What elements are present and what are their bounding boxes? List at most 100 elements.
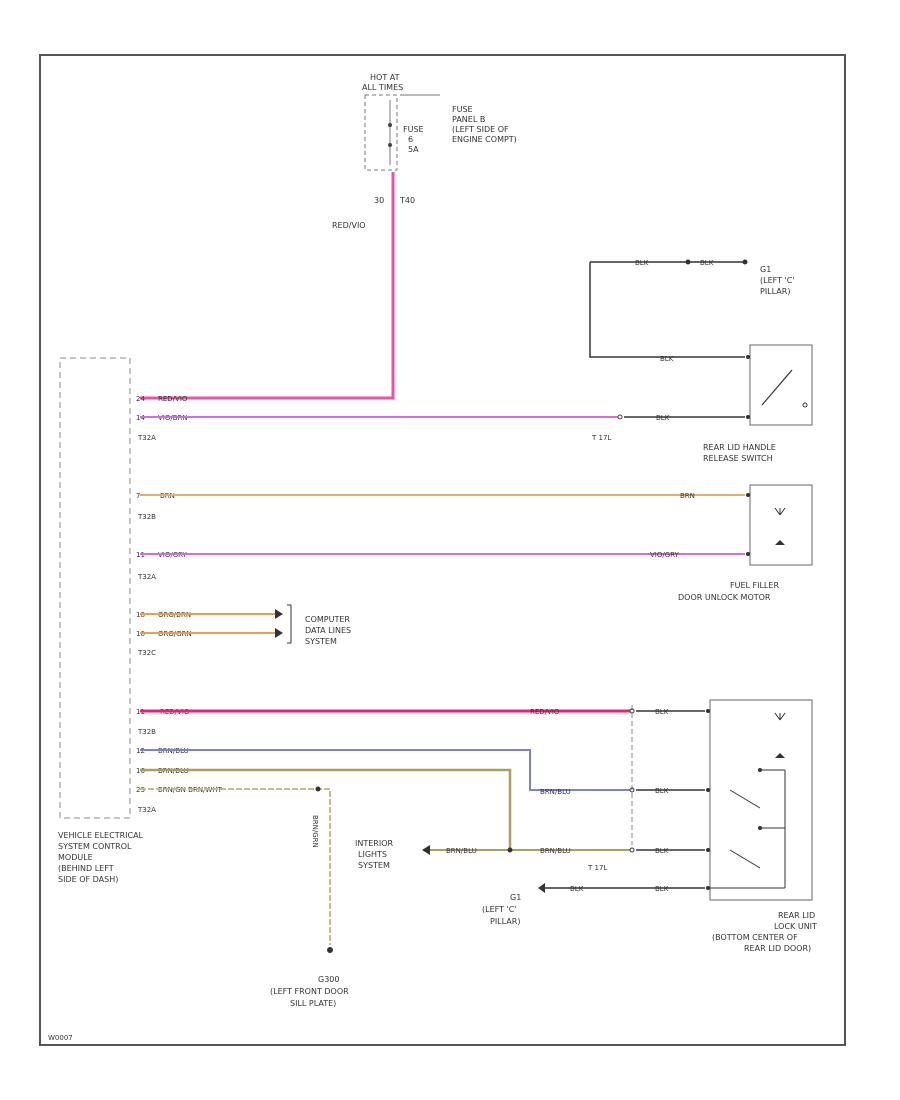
fuse-dot — [388, 143, 392, 147]
pin-label: 24 — [136, 395, 145, 403]
motor-symbol — [775, 540, 785, 545]
fuse-rating: 5A — [408, 145, 419, 154]
connector-label: T32B — [137, 728, 156, 736]
module-outline — [59, 357, 131, 819]
t17l-label-2: T 17L — [587, 864, 607, 872]
ground-3-desc2: SILL PLATE) — [290, 999, 336, 1008]
wire-blk-label: BLK — [570, 885, 584, 893]
wire-blk-label: BLK — [700, 259, 714, 267]
module-label-3: MODULE — [58, 853, 93, 862]
computer-label-1: COMPUTER — [305, 615, 350, 624]
rear-lock-label-3: (BOTTOM CENTER OF — [712, 933, 798, 942]
terminal-dot — [758, 768, 762, 772]
fuse-panel-4: ENGINE COMPT) — [452, 135, 517, 144]
diagram-frame — [39, 54, 846, 1046]
ground-dot — [327, 947, 333, 953]
terminal-dot — [802, 402, 808, 408]
fuse-panel-1: FUSE — [452, 105, 473, 114]
wire-vertical-label: BRN/GRN — [311, 815, 319, 848]
rear-lock-box — [709, 699, 813, 901]
t17l-label: T 17L — [591, 434, 611, 442]
module-label-4: (BEHIND LEFT — [58, 864, 114, 873]
fuse-block: HOT AT ALL TIMES FUSE 6 5A FUSE PANEL B … — [362, 73, 517, 205]
wire-olive-left-label: BRN/BLU — [446, 847, 477, 855]
fuel-motor-label-2: DOOR UNLOCK MOTOR — [678, 593, 771, 602]
switch-contact — [761, 369, 793, 406]
terminal-dot — [706, 886, 710, 890]
module-label-2: SYSTEM CONTROL — [58, 842, 132, 851]
rear-lock-label-2: LOCK UNIT — [774, 922, 817, 931]
fuse-panel-2: PANEL B — [452, 115, 485, 124]
fuse-number: 6 — [408, 135, 413, 144]
ground-arrow — [538, 883, 545, 893]
ground-3-desc: (LEFT FRONT DOOR — [270, 987, 349, 996]
wire-ground-g300 — [140, 788, 331, 945]
wire-blk-label: BLK — [655, 708, 669, 716]
rear-lid-switch-label-1: REAR LID HANDLE — [703, 443, 776, 452]
rear-lock-label-4: REAR LID DOOR) — [744, 944, 811, 953]
wire-blk-label: BLK — [655, 885, 669, 893]
interior-label-1: INTERIOR — [355, 839, 394, 848]
rear-lid-switch-label-2: RELEASE SWITCH — [703, 454, 773, 463]
splice-dot — [315, 786, 321, 792]
terminal-dot — [629, 847, 635, 853]
terminal-dot — [706, 848, 710, 852]
connector-label: T32A — [137, 573, 156, 581]
terminal-dot — [746, 355, 750, 359]
wire-connector-dot — [617, 414, 623, 420]
module-label-5: SIDE OF DASH) — [58, 875, 118, 884]
terminal-dot — [746, 552, 750, 556]
ground-dot — [742, 259, 748, 265]
module-label: VEHICLE ELECTRICAL SYSTEM CONTROL MODULE… — [58, 831, 144, 884]
fuse-box-outline — [364, 94, 398, 171]
connector-label: T32C — [137, 649, 156, 657]
fuse-pin: 30 — [374, 196, 384, 205]
wire-blue-label: BRN/BLU — [540, 788, 571, 796]
fuse-dot — [388, 123, 392, 127]
ground-1-desc: (LEFT 'C' — [760, 276, 795, 285]
fuse-name: FUSE — [403, 125, 424, 134]
interior-label-3: SYSTEM — [358, 861, 390, 870]
wire-olive — [140, 768, 512, 850]
wire-red-main-label: RED/VIO — [332, 221, 366, 230]
ground-2-id: G1 — [510, 893, 521, 902]
wire-blue — [140, 749, 630, 791]
wire-olive-right-label: BRN/BLU — [540, 847, 571, 855]
rear-lock-label-1: REAR LID — [778, 911, 815, 920]
module-label-1: VEHICLE ELECTRICAL — [58, 831, 144, 840]
fuse-panel-3: (LEFT SIDE OF — [452, 125, 509, 134]
interior-label-2: LIGHTS — [358, 850, 387, 859]
wire-blk-label: BLK — [656, 414, 670, 422]
wire-blk-label: BLK — [655, 847, 669, 855]
terminal-dot — [746, 493, 750, 497]
hot-label-2: ALL TIMES — [362, 83, 403, 92]
wire-blk-label: BLK — [660, 355, 674, 363]
ground-3-id: G300 — [318, 975, 339, 984]
wire-blk-label: BLK — [655, 787, 669, 795]
terminal-dot — [629, 708, 635, 714]
terminal-dot — [746, 415, 750, 419]
arrow-right — [275, 609, 283, 619]
wire-vio-gry-label: VIO/GRY — [650, 551, 680, 559]
wire-blk-ground — [589, 262, 745, 358]
lock-switch-contact — [729, 789, 761, 809]
wire-brn-label: BRN — [680, 492, 695, 500]
terminal-dot — [706, 709, 710, 713]
computer-label-3: SYSTEM — [305, 637, 337, 646]
wire-blk-label: BLK — [635, 259, 649, 267]
fuel-motor-box — [749, 484, 813, 566]
wire-red-2-label: RED/VIO — [530, 708, 560, 716]
fuse-connector: T40 — [399, 196, 415, 205]
pin-label: 7 — [136, 492, 140, 500]
wire-red-main — [140, 172, 395, 400]
footer-id: W0007 — [48, 1034, 73, 1042]
bracket — [287, 604, 292, 644]
fuel-motor-label-1: FUEL FILLER — [730, 581, 779, 590]
terminal-dot — [629, 787, 635, 793]
splice-dot — [507, 847, 513, 853]
ground-2-desc2: PILLAR) — [490, 917, 520, 926]
terminal-dot — [706, 788, 710, 792]
pin-wire-label: RED/VIO — [158, 395, 188, 403]
ground-1-desc2: PILLAR) — [760, 287, 790, 296]
